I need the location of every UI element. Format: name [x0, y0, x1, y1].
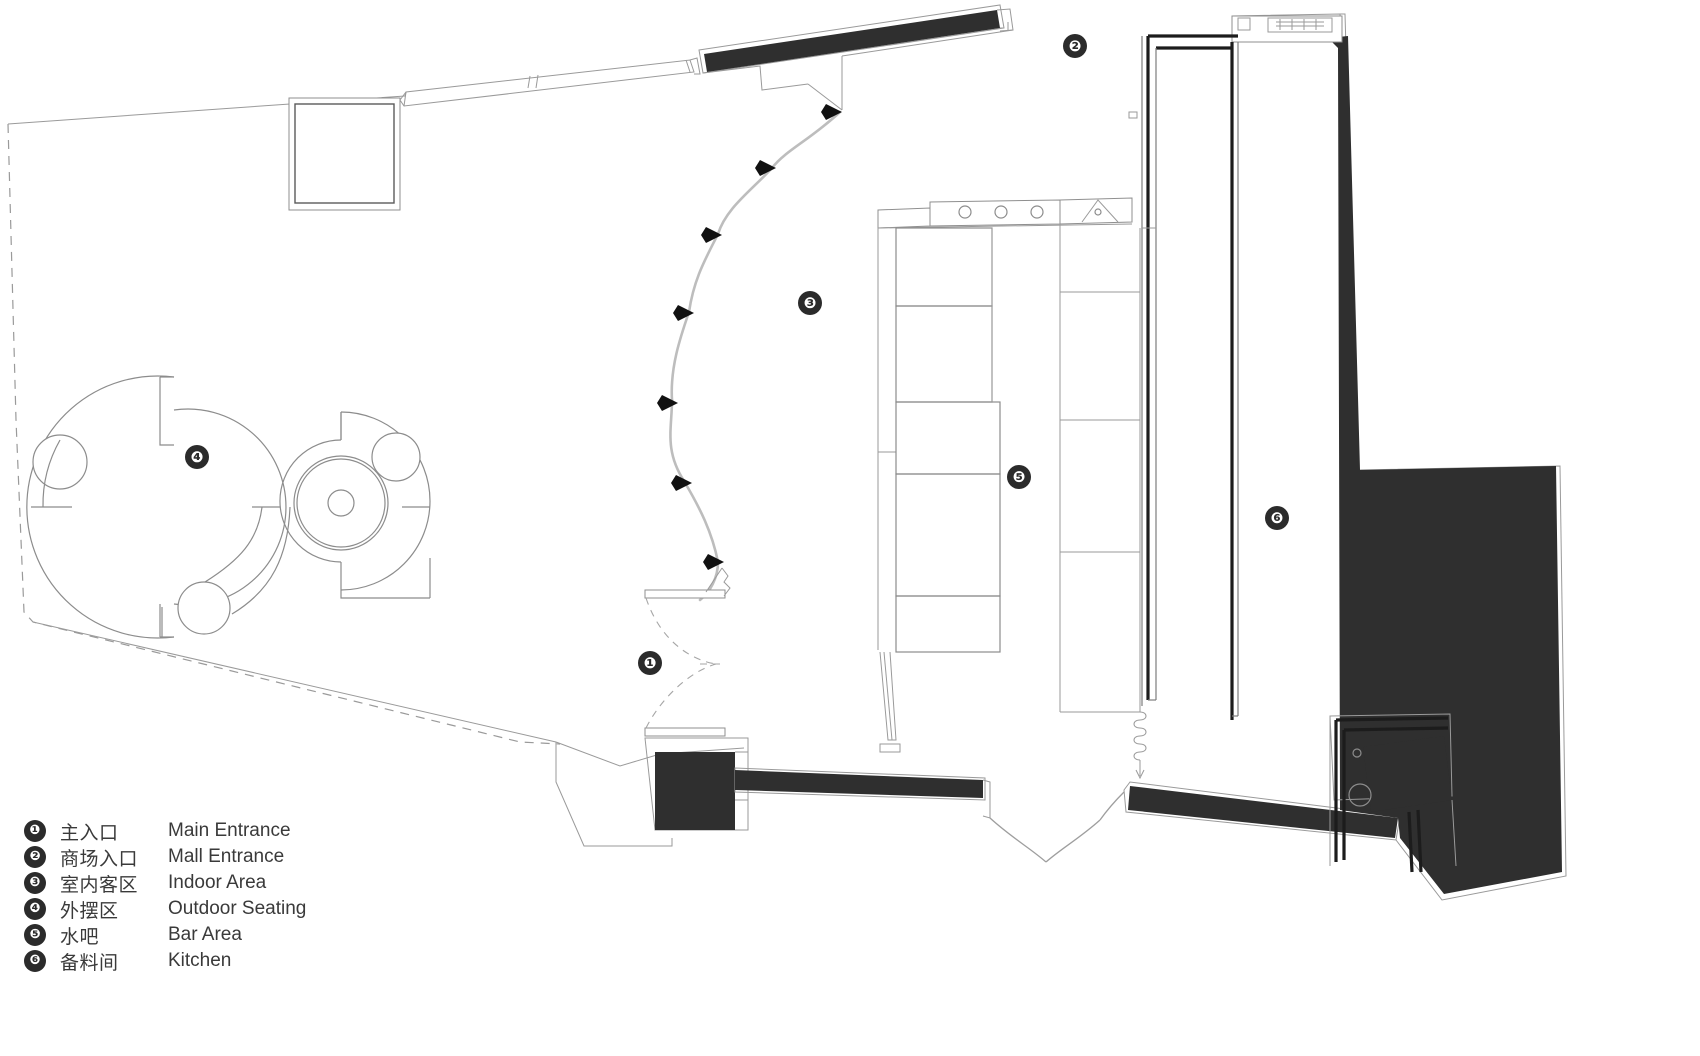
bottom-wall-left-run: [734, 767, 991, 819]
marker-outdoor-seating: ❹: [185, 445, 209, 469]
marker-indoor-area: ❸: [798, 291, 822, 315]
bottom-scalloped-opening: [989, 791, 1125, 863]
top-right-soffit: [702, 22, 1014, 111]
legend-label-en-5: Bar Area: [168, 924, 242, 945]
main-entrance-doors: [644, 567, 731, 737]
legend-item-outdoor-seating: ❹ 外摆区 Outdoor Seating: [24, 896, 444, 922]
legend-item-indoor-area: ❸ 室内客区 Indoor Area: [24, 870, 444, 896]
legend-label-en-3: Indoor Area: [168, 872, 267, 893]
marker-mall-entrance: ❷: [1063, 34, 1087, 58]
legend-label-cn-5: 水吧: [60, 925, 100, 948]
marker-kitchen: ❻: [1265, 506, 1289, 530]
legend-number-3: ❸: [24, 872, 46, 894]
site-boundary-dashed: [7, 123, 561, 745]
outdoor-seating-right-ring: [204, 411, 431, 615]
legend-label-cn-2: 商场入口: [60, 847, 139, 870]
legend-label-cn-4: 外摆区: [60, 899, 119, 922]
legend-number-2: ❷: [24, 846, 46, 868]
coil-symbol: [1133, 711, 1147, 780]
legend-item-bar-area: ❺ 水吧 Bar Area: [24, 922, 444, 948]
legend-label-cn-1: 主入口: [60, 821, 119, 844]
top-left-square-structure: [288, 97, 401, 211]
legend-label-en-6: Kitchen: [168, 950, 232, 971]
legend-number-4: ❹: [24, 898, 46, 920]
scalloped-interior-partition: [657, 104, 842, 602]
legend-number-5: ❺: [24, 924, 46, 946]
partition-joint-markers: [657, 104, 842, 570]
legend-label-en-1: Main Entrance: [168, 820, 291, 841]
top-dark-wall: [698, 4, 1014, 74]
misc-site-lines: [404, 91, 407, 97]
legend: ❶ 主入口 Main Entrance ❷ 商场入口 Mall Entrance…: [24, 818, 444, 974]
legend-number-6: ❻: [24, 950, 46, 972]
legend-item-mall-entrance: ❷ 商场入口 Mall Entrance: [24, 844, 444, 870]
entrance-vestibule: [644, 737, 749, 831]
kitchen-equipment-room: [1329, 713, 1457, 873]
marker-bar-area: ❺: [1007, 465, 1031, 489]
legend-label-cn-6: 备料间: [60, 951, 119, 974]
bar-area-counters: [877, 197, 1141, 753]
legend-item-kitchen: ❻ 备料间 Kitchen: [24, 948, 444, 974]
legend-label-cn-3: 室内客区: [60, 873, 139, 896]
outdoor-seating-left-ring: [26, 375, 287, 639]
mall-entrance-corridor: [1128, 15, 1343, 720]
top-glazing-strip: [399, 57, 701, 107]
marker-main-entrance: ❶: [638, 651, 662, 675]
legend-label-en-4: Outdoor Seating: [168, 898, 307, 919]
legend-label-en-2: Mall Entrance: [168, 846, 285, 867]
legend-number-1: ❶: [24, 820, 46, 842]
legend-item-main-entrance: ❶ 主入口 Main Entrance: [24, 818, 444, 844]
